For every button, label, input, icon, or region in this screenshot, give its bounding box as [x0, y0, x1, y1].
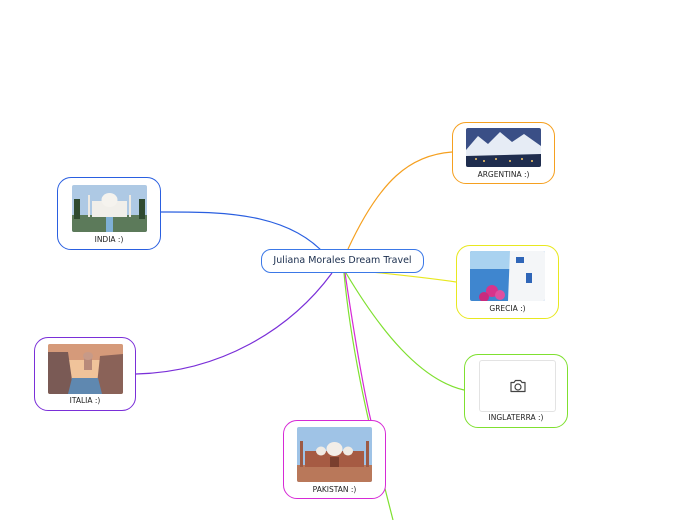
- connector-inglaterra: [345, 272, 465, 391]
- connector-italia: [135, 272, 333, 375]
- badshahi-mosque-photo: [297, 427, 372, 482]
- topic-argentina[interactable]: ARGENTINA :): [452, 122, 555, 184]
- topic-label-italia: ITALIA :): [69, 396, 101, 405]
- topic-pakistan[interactable]: PAKISTAN :): [283, 420, 386, 499]
- image-placeholder[interactable]: [479, 360, 556, 412]
- santorini-photo: [470, 251, 545, 301]
- camera-icon: [509, 379, 526, 393]
- topic-label-inglaterra: INGLATERRA :): [488, 413, 544, 422]
- venice-canal-photo: [48, 344, 123, 394]
- topic-label-pakistan: PAKISTAN :): [312, 485, 357, 494]
- topic-italia[interactable]: ITALIA :): [34, 337, 136, 411]
- topic-grecia[interactable]: GRECIA :): [456, 245, 559, 319]
- central-topic[interactable]: Juliana Morales Dream Travel: [261, 249, 424, 273]
- topic-label-grecia: GRECIA :): [489, 304, 526, 313]
- topic-label-india: INDIA :): [94, 235, 124, 244]
- connector-grecia: [371, 271, 457, 283]
- topic-india[interactable]: INDIA :): [57, 177, 161, 250]
- topic-inglaterra[interactable]: INGLATERRA :): [464, 354, 568, 428]
- topic-label-argentina: ARGENTINA :): [477, 170, 530, 179]
- connector-offscreen-green: [343, 272, 394, 520]
- snowy-mountain-town-photo: [466, 128, 541, 167]
- taj-mahal-photo: [72, 185, 147, 232]
- connector-argentina: [347, 151, 453, 250]
